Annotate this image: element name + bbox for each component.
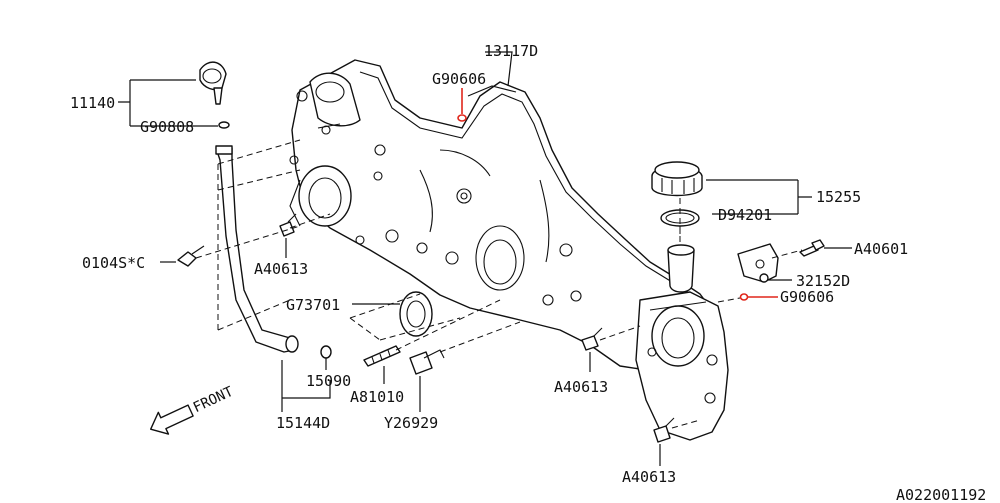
bracket xyxy=(737,243,779,283)
bolt-a40613-mid xyxy=(581,327,603,351)
bolt-y26929 xyxy=(409,349,445,375)
label-11140: 11140 xyxy=(70,94,115,112)
label-15255: 15255 xyxy=(816,188,861,206)
alignment-lines xyxy=(195,139,803,429)
leader-lines xyxy=(118,51,852,466)
bolt-0104 xyxy=(177,245,205,267)
bolt-a40601 xyxy=(799,239,825,257)
label-y26929: Y26929 xyxy=(384,414,438,432)
dipstick-tube xyxy=(215,145,299,353)
label-g90606-right: G90606 xyxy=(780,288,834,306)
label-a40613-mid: A40613 xyxy=(554,378,608,396)
label-a81010: A81010 xyxy=(350,388,404,406)
oil-filler-cap xyxy=(651,161,703,197)
dipstick xyxy=(199,61,227,105)
label-32152d: 32152D xyxy=(796,272,850,290)
label-g73701: G73701 xyxy=(286,296,340,314)
front-direction-indicator: FRONT xyxy=(149,384,236,435)
label-a40613-bottom: A40613 xyxy=(622,468,676,486)
label-g90606-top: G90606 xyxy=(432,70,486,88)
gasket-right-marker xyxy=(739,293,749,301)
label-15090: 15090 xyxy=(306,372,351,390)
bolt-a40613-bottom xyxy=(653,417,675,443)
timing-cover-front xyxy=(635,291,729,441)
timing-cover-rear xyxy=(289,59,713,373)
o-ring-small xyxy=(218,121,230,129)
label-d94201: D94201 xyxy=(718,206,772,224)
oil-filler-neck xyxy=(667,244,695,293)
label-0104sc: 0104S*C xyxy=(82,254,145,272)
part-labels: 13117D G90606 11140 G90808 15255 D94201 … xyxy=(70,42,986,503)
label-a40613-left: A40613 xyxy=(254,260,308,278)
label-g90808: G90808 xyxy=(140,118,194,136)
label-a40601: A40601 xyxy=(854,240,908,258)
bolt-a40613-left xyxy=(279,213,297,237)
gasket-callouts xyxy=(457,88,778,301)
label-13117d: 13117D xyxy=(484,42,538,60)
stud xyxy=(363,345,401,367)
oil-seal xyxy=(399,291,433,337)
gasket-top-marker xyxy=(457,114,467,122)
front-label: FRONT xyxy=(191,384,236,417)
document-code: A022001192 xyxy=(896,486,986,503)
label-15144d: 15144D xyxy=(276,414,330,432)
o-ring-15090 xyxy=(320,345,332,359)
